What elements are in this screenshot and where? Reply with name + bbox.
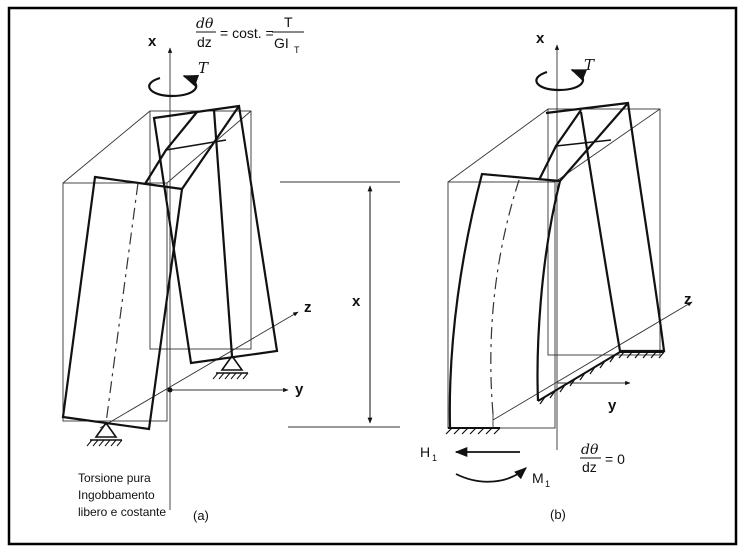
panel-a: x y z T dθ dz = cost. = T GI T (a) Torsi… — [61, 14, 312, 523]
torque-arrow-a — [148, 74, 200, 98]
figure-frame — [7, 6, 738, 546]
z-axis-label-b: z — [684, 291, 692, 308]
note-line-1: Torsione pura — [78, 471, 151, 485]
undeformed-section-front-b — [447, 181, 556, 429]
svg-text:dθ: dθ — [581, 442, 599, 458]
z-axis-b — [492, 301, 693, 421]
rotated-section-back-a — [152, 104, 279, 365]
x-axis-label-b: x — [536, 30, 545, 47]
note-line-3: libero e costante — [78, 505, 166, 519]
svg-text:GI: GI — [274, 35, 289, 51]
panel-b: x H 1 M 1 dθ dz = 0 x y z T (b) — [280, 30, 693, 522]
centerline-front-b — [490, 176, 521, 415]
warped-section-front-b — [448, 172, 562, 428]
twist-rate-formula: dθ dz = cost. = T GI T — [196, 14, 304, 55]
undeformed-section-back-b — [547, 108, 661, 356]
torque-label-a: T — [198, 59, 209, 77]
svg-text:H: H — [420, 444, 430, 460]
fixed-support-back-b — [618, 351, 665, 359]
svg-text:T: T — [284, 14, 293, 30]
centerline-front-a — [105, 182, 139, 424]
svg-text:T: T — [294, 45, 300, 55]
moment-m1-label: M 1 — [532, 470, 550, 489]
svg-text:= cost. =: = cost. = — [220, 25, 274, 41]
svg-text:M: M — [532, 470, 544, 486]
svg-text:dz: dz — [582, 459, 597, 475]
caption-b: (b) — [550, 507, 566, 522]
z-axis-label-a: z — [304, 299, 312, 316]
note-line-2: Ingobbamento — [78, 488, 155, 502]
dimension-x-b: x — [280, 181, 400, 428]
svg-text:1: 1 — [545, 479, 550, 489]
support-back-a — [212, 354, 249, 380]
svg-text:x: x — [352, 293, 361, 310]
fixed-support-front-b — [445, 427, 501, 435]
rotated-section-front-a — [61, 175, 184, 431]
z-axis-a — [99, 311, 299, 429]
svg-text:= 0: = 0 — [605, 451, 625, 467]
torque-arrow-b — [535, 68, 588, 92]
svg-text:dθ: dθ — [196, 16, 214, 32]
y-axis-label-a: y — [295, 381, 304, 398]
moment-m1-arrow — [455, 467, 527, 483]
strut-a — [144, 111, 198, 185]
warping-condition: dθ dz = 0 — [580, 442, 625, 475]
svg-text:dz: dz — [197, 34, 212, 50]
support-front-a — [86, 421, 123, 447]
caption-a: (a) — [193, 508, 209, 523]
svg-text:1: 1 — [432, 453, 437, 463]
y-axis-label-b: y — [608, 397, 617, 414]
fixed-support-diagonal-b — [537, 351, 621, 405]
torque-label-b: T — [584, 56, 595, 74]
force-h1-label: H 1 — [420, 444, 437, 463]
x-axis-label-a: x — [148, 33, 157, 50]
